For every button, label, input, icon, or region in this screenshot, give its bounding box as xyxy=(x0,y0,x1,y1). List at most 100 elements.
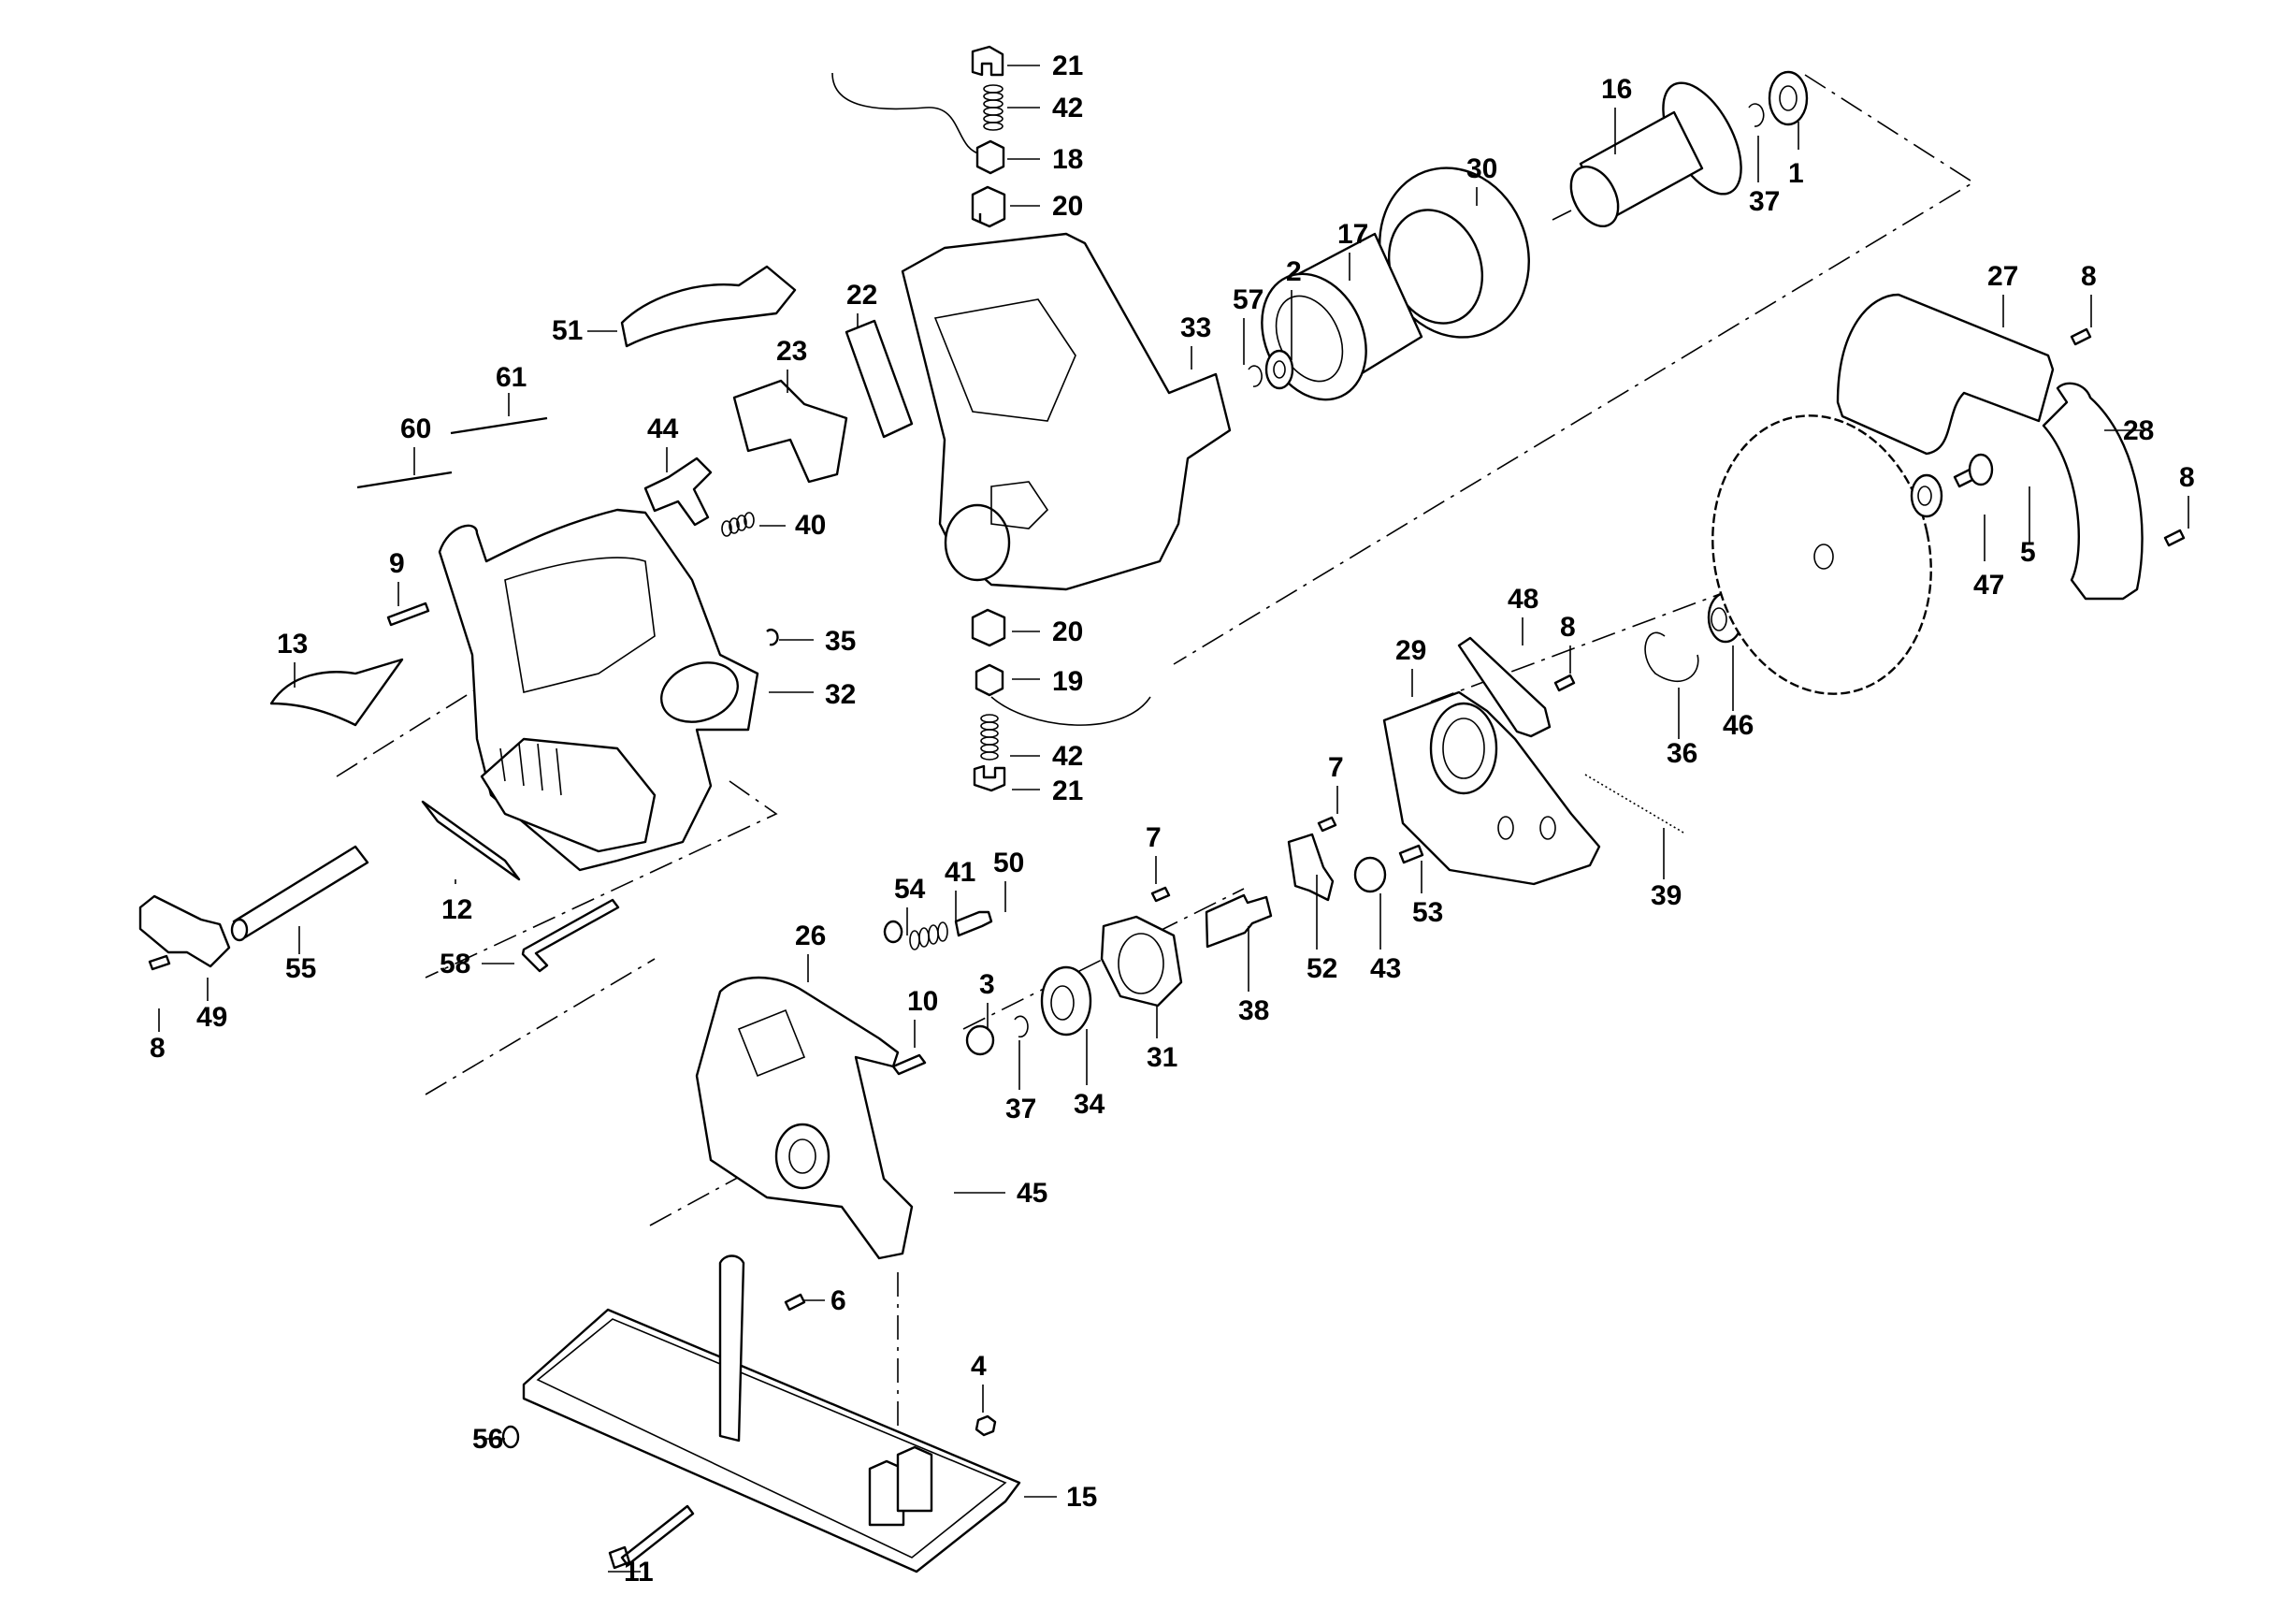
part-number-label: 4 xyxy=(971,1351,987,1382)
callout-bearing-front: 2 xyxy=(1286,256,1302,360)
lock-off-spring-shape xyxy=(721,512,755,537)
screw-8-knob-shape xyxy=(148,954,171,971)
part-number-label: 53 xyxy=(1412,897,1443,928)
saw-blade-shape xyxy=(1711,414,1932,695)
part-number-label: 60 xyxy=(400,413,431,444)
callout-screw-7-bracket: 7 xyxy=(1328,752,1344,814)
part-number-label: 34 xyxy=(1074,1089,1105,1120)
screw-8-guard-bottom-shape xyxy=(2163,529,2186,547)
part-number-label: 42 xyxy=(1052,93,1083,123)
callout-washer-54: 54 xyxy=(894,874,926,935)
part-number-label: 8 xyxy=(150,1033,166,1064)
callout-guard-cover: 28 xyxy=(2104,415,2154,446)
part-number-label: 52 xyxy=(1307,953,1337,984)
hex-key-shape xyxy=(521,898,620,973)
part-number-label: 37 xyxy=(1005,1094,1036,1124)
callout-washer-56: 56 xyxy=(472,1424,505,1455)
axis-gearcase-frame xyxy=(425,958,656,1095)
bolt-11-shape xyxy=(608,1504,695,1570)
retaining-ring-35-shape xyxy=(766,629,779,646)
part-number-label: 3 xyxy=(979,969,995,1000)
part-number-label: 36 xyxy=(1667,738,1697,769)
switch-bracket-shape xyxy=(845,319,914,439)
part-number-label: 12 xyxy=(441,894,472,925)
screw-7-bracket-shape xyxy=(1317,816,1337,833)
callout-label-12: 12 xyxy=(441,879,472,925)
callout-fence-knob: 49 xyxy=(196,978,227,1033)
callout-depth-bracket: 52 xyxy=(1307,875,1337,984)
part-number-label: 29 xyxy=(1395,635,1426,666)
screw-6-shape xyxy=(784,1293,806,1312)
callout-brush-holder-bottom: 20 xyxy=(1012,616,1083,647)
screw-10-shape xyxy=(891,1053,927,1076)
axis-armature-frame xyxy=(1173,74,1975,665)
part-number-label: 47 xyxy=(1973,570,2004,601)
callout-pin-61: 61 xyxy=(496,362,527,416)
part-number-label: 38 xyxy=(1238,995,1269,1026)
axis-spindle xyxy=(962,888,1245,1030)
callout-carbon-brush-top: 18 xyxy=(1007,144,1083,175)
callout-bolt-11: 11 xyxy=(608,1557,654,1588)
bearing-rear-shape xyxy=(1768,70,1809,126)
fence-knob-shape xyxy=(138,894,231,968)
pin-61-shape xyxy=(450,416,548,435)
outer-flange-shape xyxy=(1910,473,1943,518)
carbon-brush-top-shape xyxy=(975,139,1005,175)
part-number-label: 61 xyxy=(496,362,527,393)
spindle-shape xyxy=(1205,893,1273,949)
callout-gear-case: 26 xyxy=(795,921,826,982)
callout-spindle-lock-spring: 41 xyxy=(945,857,975,921)
bearing-retainer-shape xyxy=(1100,915,1183,1008)
brush-wire-bottom xyxy=(990,696,1151,726)
carbon-brush-bottom-shape xyxy=(975,663,1004,697)
brush-holder-clip-bottom-shape xyxy=(973,764,1006,792)
pin-60-shape xyxy=(356,471,453,489)
lower-blade-guard-shape xyxy=(1382,690,1601,886)
retaining-ring-gear-shape xyxy=(1014,1015,1029,1038)
part-number-label: 15 xyxy=(1066,1482,1097,1513)
callout-blade-bolt: 5 xyxy=(2020,486,2036,568)
screw-53-shape xyxy=(1398,844,1424,864)
part-number-label: 7 xyxy=(1146,822,1162,853)
callout-inner-flange: 46 xyxy=(1723,645,1754,741)
brush-holder-bottom-shape xyxy=(971,608,1006,647)
depth-bracket-shape xyxy=(1287,833,1335,902)
callout-retaining-ring-gear: 37 xyxy=(1005,1040,1036,1124)
part-number-label: 51 xyxy=(552,315,583,346)
part-number-label: 28 xyxy=(2123,415,2154,446)
part-number-label: 7 xyxy=(1328,752,1344,783)
screw-8-lever-shape xyxy=(1553,674,1576,692)
callout-rip-fence-rod: 55 xyxy=(285,926,316,984)
bearing-front-shape xyxy=(1264,349,1294,390)
callout-screw-8-guard-top: 8 xyxy=(2081,261,2097,327)
part-number-label: 6 xyxy=(830,1285,846,1316)
part-number-label: 42 xyxy=(1052,741,1083,772)
part-number-label: 44 xyxy=(647,413,679,444)
callout-bearing-rear: 1 xyxy=(1788,122,1804,189)
handle-housing-shape xyxy=(438,508,759,872)
callout-label-13: 13 xyxy=(277,629,308,688)
part-number-label: 31 xyxy=(1147,1042,1177,1073)
switch-shape xyxy=(732,379,848,484)
callout-screw-8-lever: 8 xyxy=(1560,612,1576,674)
screw-8-guard-top-shape xyxy=(2070,327,2092,346)
gear-case-shape xyxy=(695,976,914,1260)
part-number-label: 35 xyxy=(825,626,856,657)
callout-spindle: 38 xyxy=(1238,926,1269,1026)
callout-screw-8-guard-bottom: 8 xyxy=(2179,462,2195,529)
blade-bolt-shape xyxy=(1953,453,1994,488)
part-number-label: 17 xyxy=(1337,219,1368,250)
part-number-label: 5 xyxy=(2020,537,2036,568)
callout-bushing-43: 43 xyxy=(1370,893,1401,984)
screw-7-gearcase-shape xyxy=(1150,886,1171,903)
callout-bearing-retainer: 31 xyxy=(1147,1006,1177,1073)
spindle-lock-spring-shape xyxy=(909,921,948,950)
part-number-label: 46 xyxy=(1723,710,1754,741)
callout-lock-off-button: 44 xyxy=(647,413,679,472)
callout-screw-6: 6 xyxy=(804,1285,846,1316)
washer-54-shape xyxy=(883,920,903,944)
part-number-label: 27 xyxy=(1987,261,2018,292)
callout-lower-blade-guard: 29 xyxy=(1395,635,1426,697)
